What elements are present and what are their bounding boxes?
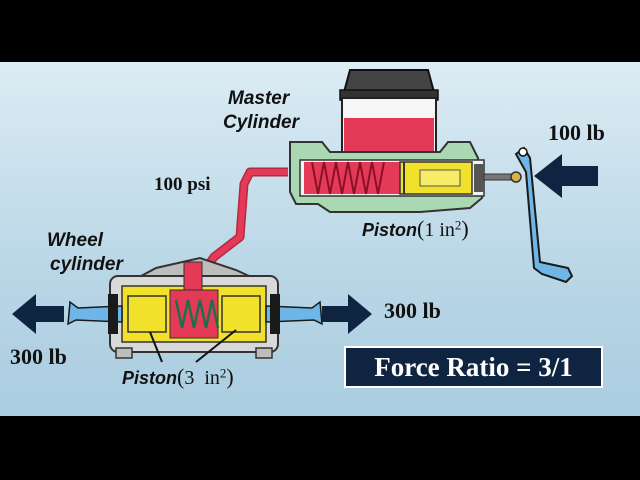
master-piston-area: 1 in bbox=[424, 219, 455, 241]
reservoir-fluid bbox=[344, 118, 434, 152]
piston-leader-left bbox=[149, 331, 163, 363]
output-force-arrow-right bbox=[322, 294, 372, 334]
master-piston-label: Piston(1 in2) bbox=[362, 216, 469, 242]
master-piston-open-paren: ( bbox=[417, 216, 425, 241]
wheel-cylinder bbox=[67, 256, 323, 359]
piston-leader-right bbox=[195, 329, 237, 363]
wheel-piston-right bbox=[221, 295, 261, 333]
wheel-piston-open-paren: ( bbox=[177, 364, 185, 389]
brake-pedal bbox=[514, 146, 574, 284]
wheel-cylinder-label-line1: Wheel bbox=[47, 230, 103, 251]
wheel-spring bbox=[174, 299, 220, 329]
wheel-cylinder-label-line2: cylinder bbox=[50, 254, 123, 275]
wheel-piston-label: Piston(3 in2) bbox=[122, 364, 234, 390]
input-force-arrow bbox=[534, 154, 598, 198]
wheel-piston-close-paren: ) bbox=[226, 364, 234, 389]
wheel-piston-left bbox=[127, 295, 167, 333]
master-cylinder-label-line2: Cylinder bbox=[223, 112, 300, 133]
wheel-piston-area-exponent: 2 bbox=[219, 365, 227, 381]
force-ratio-text: Force Ratio = 3/1 bbox=[374, 351, 573, 382]
master-piston-word: Piston bbox=[362, 220, 418, 240]
diagram-stage: Master Cylinder Wheel cylinder 100 psi 1… bbox=[0, 62, 640, 416]
brake-hydraulic-diagram bbox=[12, 69, 598, 363]
wheel-piston-word: Piston bbox=[122, 368, 178, 388]
master-cylinder bbox=[289, 69, 522, 213]
master-piston-area-exponent: 2 bbox=[454, 217, 462, 233]
push-rod bbox=[483, 173, 515, 181]
pressure-label: 100 psi bbox=[154, 174, 211, 195]
output-force-arrow-left bbox=[12, 294, 64, 334]
master-piston-close-paren: ) bbox=[461, 216, 469, 241]
wheel-piston-area: 3 in bbox=[184, 367, 220, 389]
output-force-right-label: 300 lb bbox=[384, 298, 441, 323]
output-force-left-label: 300 lb bbox=[10, 344, 67, 369]
input-force-label: 100 lb bbox=[548, 120, 605, 145]
force-ratio-banner: Force Ratio = 3/1 bbox=[344, 346, 603, 388]
master-spring bbox=[311, 161, 385, 195]
master-cylinder-label-line1: Master bbox=[228, 88, 290, 109]
